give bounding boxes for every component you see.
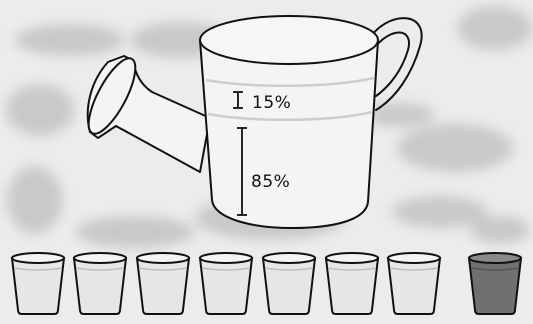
cup[interactable] xyxy=(469,253,521,314)
percent-label-large: 85% xyxy=(251,172,290,192)
cup-rim xyxy=(137,253,189,263)
cup-body xyxy=(326,258,378,314)
cup-rim xyxy=(263,253,315,263)
cup-rim xyxy=(388,253,440,263)
cup[interactable] xyxy=(12,253,64,314)
cup[interactable] xyxy=(263,253,315,314)
cup-body xyxy=(469,258,521,314)
cloud xyxy=(470,216,530,244)
cup[interactable] xyxy=(74,253,126,314)
can-body xyxy=(200,40,378,228)
cloud xyxy=(15,24,125,56)
cup-body xyxy=(263,258,315,314)
cup-body xyxy=(74,258,126,314)
cloud xyxy=(392,196,488,228)
cloud xyxy=(6,84,74,136)
cloud xyxy=(75,216,195,248)
cups-row xyxy=(12,253,521,314)
cup-rim xyxy=(200,253,252,263)
cup-rim xyxy=(12,253,64,263)
cup[interactable] xyxy=(200,253,252,314)
cup[interactable] xyxy=(326,253,378,314)
cloud xyxy=(397,124,513,172)
cup-rim xyxy=(469,253,521,263)
cup-rim xyxy=(74,253,126,263)
cup-rim xyxy=(326,253,378,263)
cloud xyxy=(7,166,63,234)
cup-body xyxy=(137,258,189,314)
can-rim xyxy=(200,16,378,64)
cloud xyxy=(457,6,533,50)
can-handle-inner xyxy=(374,32,409,96)
cup-body xyxy=(200,258,252,314)
cup-body xyxy=(12,258,64,314)
cup[interactable] xyxy=(388,253,440,314)
cup[interactable] xyxy=(137,253,189,314)
percent-label-small: 15% xyxy=(252,93,291,113)
cup-body xyxy=(388,258,440,314)
watering-can xyxy=(80,16,422,228)
cloud xyxy=(365,103,435,127)
